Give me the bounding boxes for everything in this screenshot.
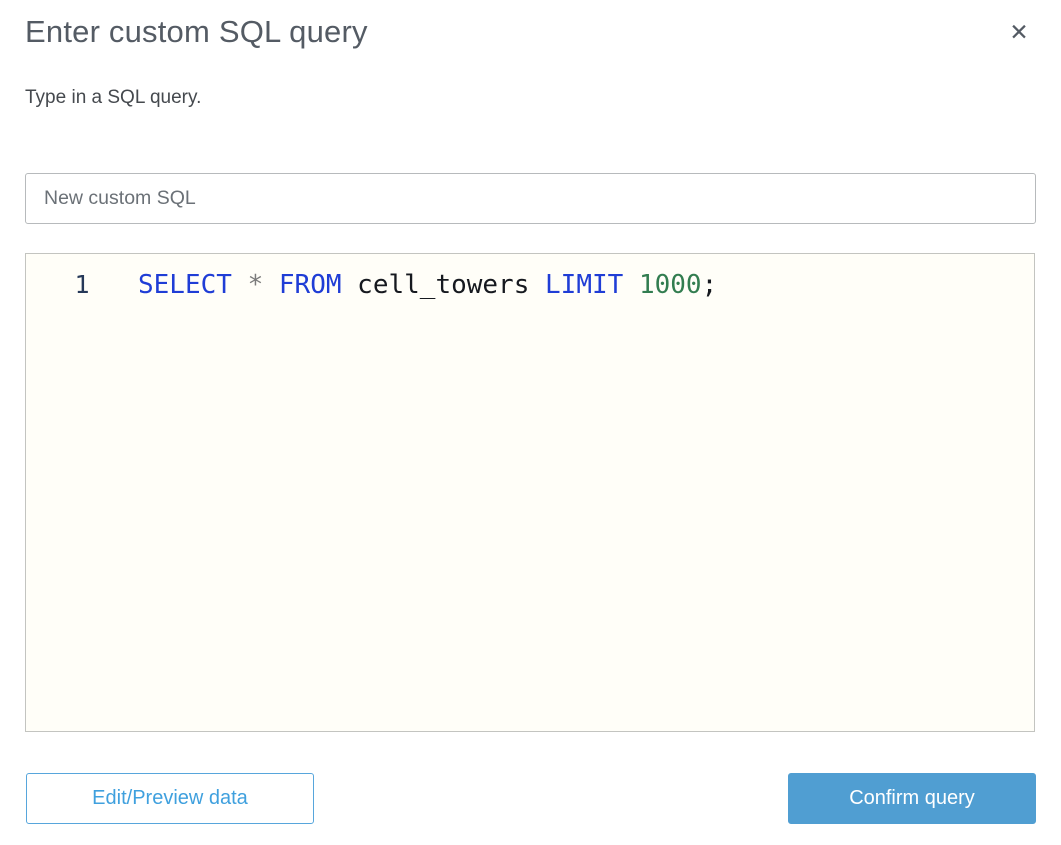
sql-token-keyword: SELECT [138,270,232,300]
custom-sql-name-input[interactable] [25,173,1036,224]
sql-token-number: 1000 [638,270,702,300]
sql-code-editor[interactable]: 1 SELECT * FROM cell_towers LIMIT 1000; [25,253,1035,732]
sql-token-space [263,270,279,300]
sql-token-keyword: FROM [278,270,342,300]
sql-token-space [232,270,248,300]
sql-token-space [529,270,545,300]
edit-preview-data-button[interactable]: Edit/Preview data [26,773,314,824]
confirm-query-button[interactable]: Confirm query [788,773,1036,824]
sql-token-space [342,270,358,300]
sql-token-space [623,270,639,300]
editor-line-number-gutter: 1 [26,254,138,731]
sql-token-operator: * [247,270,264,300]
dialog-subtitle: Type in a SQL query. [25,87,202,108]
sql-code-line[interactable]: SELECT * FROM cell_towers LIMIT 1000; [138,254,1034,731]
sql-token-keyword: LIMIT [545,270,624,300]
sql-token-punctuation: ; [701,270,718,300]
sql-token-identifier: cell_towers [357,270,530,300]
line-number: 1 [74,270,90,299]
dialog-title: Enter custom SQL query [25,14,368,49]
close-icon[interactable]: ✕ [1003,16,1035,48]
